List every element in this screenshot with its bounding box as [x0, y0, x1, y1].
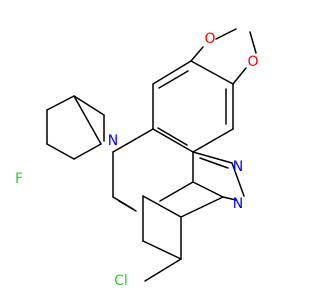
bond: [192, 151, 233, 164]
bond-layer: [46, 28, 257, 282]
pyrazole-nitrogen-upper-label: N: [233, 159, 243, 175]
bond: [46, 143, 75, 160]
oxygen-label-right: O: [247, 54, 258, 70]
bond: [46, 95, 75, 111]
bond: [142, 195, 182, 218]
bond: [190, 46, 204, 62]
bond: [158, 70, 189, 89]
bond: [180, 196, 224, 218]
bond: [73, 95, 102, 145]
molecule-structure: O O N N N F Cl: [15, 28, 259, 289]
bond: [249, 31, 257, 54]
bond: [215, 28, 237, 40]
bond: [112, 128, 154, 153]
fluorine-label: F: [15, 171, 23, 187]
bond: [159, 181, 194, 202]
bond: [222, 196, 237, 201]
ring-nitrogen-label: N: [108, 133, 118, 149]
bond: [192, 181, 224, 198]
bond: [231, 162, 245, 197]
bond: [190, 60, 234, 85]
bond: [73, 143, 102, 160]
chlorine-label: Cl: [114, 273, 128, 289]
bond: [152, 128, 194, 153]
bond: [152, 60, 192, 85]
bond: [192, 128, 234, 153]
bond: [73, 95, 105, 116]
bond: [232, 67, 247, 85]
atom-label-layer: O O N N N F Cl: [15, 31, 259, 289]
bond: [199, 157, 229, 169]
bond: [118, 200, 137, 212]
pyrazole-nitrogen-lower-label: N: [233, 196, 243, 212]
bond: [144, 258, 182, 282]
bond: [142, 240, 182, 260]
bond: [157, 127, 188, 146]
oxygen-label-top: O: [204, 31, 215, 47]
